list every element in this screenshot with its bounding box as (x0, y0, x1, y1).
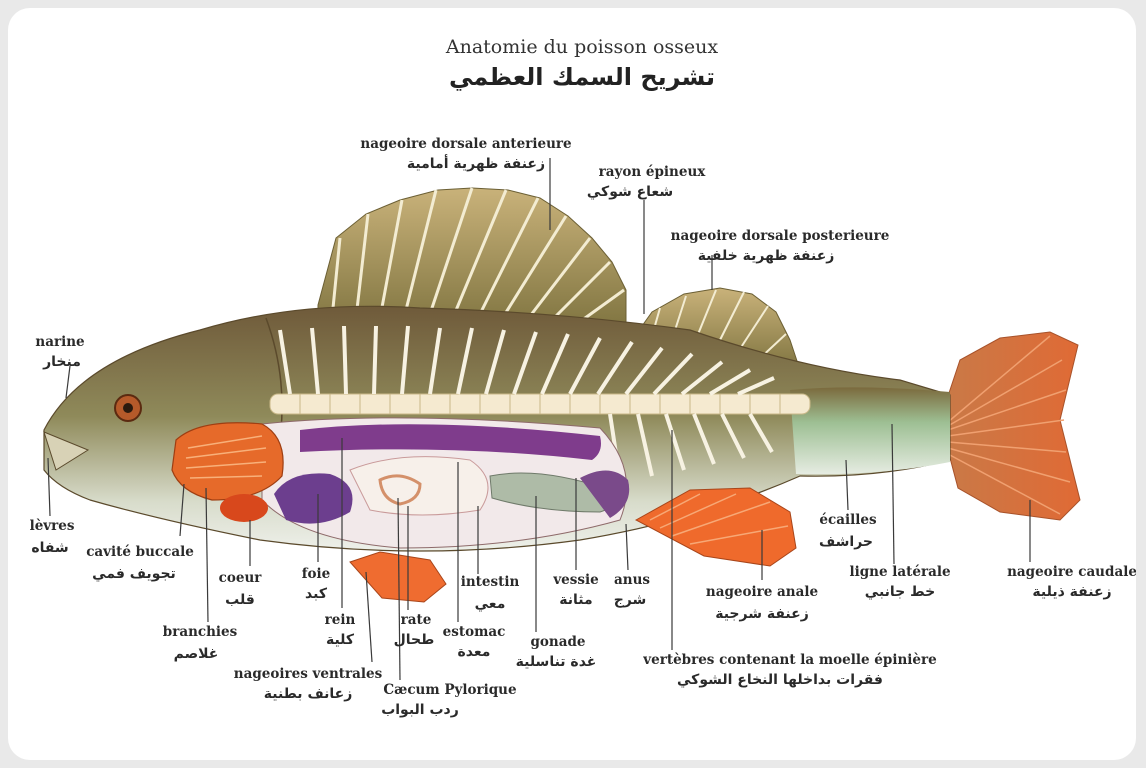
label-heart-ar: قلب (225, 592, 255, 608)
label-dorsal-anterior-ar: زعنفة ظهرية أمامية (407, 154, 545, 172)
label-nostril-ar: منخار (42, 354, 81, 370)
label-dorsal-anterior: nageoire dorsale anterieure زعنفة ظهرية … (360, 136, 571, 172)
label-nostril: narine منخار (35, 334, 84, 370)
label-caudal-fin: nageoire caudale زعنفة ذيلية (1007, 564, 1136, 600)
label-ventral-fins: nageoires ventrales زعانف بطنية (234, 666, 383, 702)
label-stomach: estomac معدة (443, 624, 506, 660)
label-heart: coeur قلب (219, 570, 263, 608)
label-pyloric-caecum-fr: Cæcum Pylorique (383, 682, 516, 698)
label-intestine-fr: intestin (461, 574, 520, 590)
label-spleen-fr: rate (401, 612, 432, 628)
label-intestine: intestin معي (461, 574, 520, 612)
diagram-card: Anatomie du poisson osseux تشريح السمك ا… (8, 8, 1136, 760)
label-gonad: gonade غدة تناسلية (516, 634, 597, 670)
label-bladder-fr: vessie (552, 572, 598, 588)
label-anus-ar: شرج (614, 592, 647, 608)
label-anus-fr: anus (614, 572, 650, 588)
title-french: Anatomie du poisson osseux (445, 36, 718, 58)
label-vertebrae-fr: vertèbres contenant la moelle épinière (642, 652, 936, 668)
label-kidney-ar: كلية (326, 632, 355, 648)
label-dorsal-posterior-fr: nageoire dorsale posterieure (671, 228, 890, 244)
label-scales: écailles حراشف (819, 512, 877, 550)
label-spleen-ar: طحال (394, 632, 435, 648)
label-lateral-line: ligne latérale خط جانبي (849, 564, 950, 600)
label-spiny-ray-fr: rayon épineux (599, 164, 707, 180)
label-gonad-ar: غدة تناسلية (516, 654, 597, 670)
label-lips: lèvres شفاه (30, 518, 75, 556)
label-kidney-fr: rein (325, 612, 356, 628)
label-lips-fr: lèvres (30, 518, 75, 534)
label-lateral-line-ar: خط جانبي (865, 584, 935, 600)
label-ventral-fins-ar: زعانف بطنية (264, 686, 353, 702)
label-dorsal-anterior-fr: nageoire dorsale anterieure (360, 136, 571, 152)
label-anus: anus شرج (614, 572, 651, 608)
label-anal-fin-fr: nageoire anale (706, 584, 818, 600)
label-bladder-ar: مثانة (559, 592, 592, 608)
label-ventral-fins-fr: nageoires ventrales (234, 666, 383, 682)
label-gonad-fr: gonade (530, 634, 585, 650)
caudal-fin-shape (940, 332, 1080, 520)
label-liver-ar: كبد (305, 586, 328, 602)
label-lips-ar: شفاه (31, 540, 68, 556)
label-bladder: vessie مثانة (552, 572, 598, 608)
label-caudal-fin-ar: زعنفة ذيلية (1032, 584, 1111, 600)
label-anal-fin: nageoire anale زعنفة شرجية (706, 584, 818, 622)
label-kidney: rein كلية (325, 612, 356, 648)
title-arabic: تشريح السمك العظمي (449, 63, 715, 91)
label-caudal-fin-fr: nageoire caudale (1007, 564, 1136, 580)
label-dorsal-posterior: nageoire dorsale posterieure زعنفة ظهرية… (671, 228, 890, 264)
label-spiny-ray: rayon épineux شعاع شوكي (587, 164, 706, 200)
label-vertebrae: vertèbres contenant la moelle épinière ف… (642, 652, 936, 688)
label-gills: branchies غلاصم (163, 624, 238, 662)
label-scales-ar: حراشف (819, 534, 873, 550)
label-gills-fr: branchies (163, 624, 238, 640)
fish-anatomy-diagram: Anatomie du poisson osseux تشريح السمك ا… (8, 8, 1136, 760)
label-buccal-cavity-ar: تجويف فمي (92, 566, 176, 582)
label-anal-fin-ar: زعنفة شرجية (715, 606, 809, 622)
label-buccal-cavity: cavité buccale تجويف فمي (86, 544, 194, 582)
label-stomach-ar: معدة (458, 644, 491, 660)
label-intestine-ar: معي (475, 596, 506, 612)
label-stomach-fr: estomac (443, 624, 506, 640)
label-dorsal-posterior-ar: زعنفة ظهرية خلفية (698, 248, 835, 264)
label-spiny-ray-ar: شعاع شوكي (587, 184, 673, 200)
label-buccal-cavity-fr: cavité buccale (86, 544, 194, 560)
label-gills-ar: غلاصم (174, 646, 219, 662)
label-vertebrae-ar: فقرات بداخلها النخاع الشوكي (677, 672, 883, 688)
label-scales-fr: écailles (819, 512, 877, 528)
label-pyloric-caecum-ar: ردب البواب (381, 702, 459, 718)
label-heart-fr: coeur (219, 570, 263, 586)
label-nostril-fr: narine (35, 334, 84, 350)
label-lateral-line-fr: ligne latérale (849, 564, 950, 580)
label-pyloric-caecum: Cæcum Pylorique ردب البواب (381, 682, 516, 718)
label-liver-fr: foie (302, 566, 331, 582)
label-liver: foie كبد (302, 566, 331, 602)
